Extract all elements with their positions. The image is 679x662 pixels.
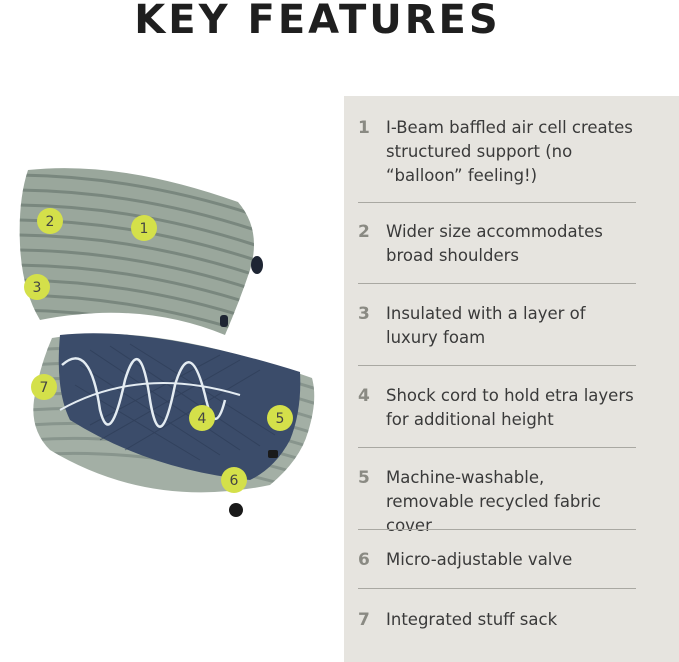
callout-5: 5 <box>267 405 293 431</box>
feature-text: Integrated stuff sack <box>386 610 558 629</box>
callout-4: 4 <box>189 405 215 431</box>
feature-text: Machine-washable, removable recycled fab… <box>386 468 601 535</box>
feature-text: Shock cord to hold etra layers for addit… <box>386 386 634 429</box>
callout-6: 6 <box>221 467 247 493</box>
callout-3: 3 <box>24 274 50 300</box>
callout-1: 1 <box>131 215 157 241</box>
feature-item-4: 4 Shock cord to hold etra layers for add… <box>358 384 636 432</box>
feature-item-3: 3 Insulated with a layer of luxury foam <box>358 302 636 350</box>
callout-7: 7 <box>31 374 57 400</box>
svg-text:7: 7 <box>40 380 49 396</box>
divider <box>358 529 636 530</box>
svg-text:3: 3 <box>33 280 42 296</box>
svg-text:1: 1 <box>140 221 149 237</box>
feature-number: 5 <box>358 468 370 488</box>
svg-text:4: 4 <box>198 411 207 427</box>
svg-text:5: 5 <box>276 411 285 427</box>
divider <box>358 588 636 589</box>
feature-number: 4 <box>358 386 370 406</box>
top-pillow <box>19 168 263 336</box>
divider <box>358 283 636 284</box>
svg-text:6: 6 <box>230 473 239 489</box>
feature-item-7: 7 Integrated stuff sack <box>358 608 636 632</box>
divider <box>358 365 636 366</box>
feature-number: 2 <box>358 222 370 242</box>
feature-text: Insulated with a layer of luxury foam <box>386 304 586 347</box>
page-title: KEY FEATURES <box>134 0 501 43</box>
feature-item-5: 5 Machine-washable, removable recycled f… <box>358 466 636 538</box>
bottom-pillow <box>33 333 315 517</box>
callout-2: 2 <box>37 208 63 234</box>
feature-number: 6 <box>358 550 370 570</box>
feature-text: I-Beam baffled air cell creates structur… <box>386 118 633 185</box>
feature-number: 7 <box>358 610 370 630</box>
divider <box>358 447 636 448</box>
svg-text:2: 2 <box>46 214 55 230</box>
feature-text: Wider size accommodates broad shoulders <box>386 222 603 265</box>
divider <box>358 202 636 203</box>
feature-number: 1 <box>358 118 370 138</box>
feature-item-2: 2 Wider size accommodates broad shoulder… <box>358 220 636 268</box>
feature-text: Micro-adjustable valve <box>386 550 573 569</box>
feature-number: 3 <box>358 304 370 324</box>
pillow-illustration: 1 2 3 4 5 6 7 <box>19 168 315 517</box>
feature-item-6: 6 Micro-adjustable valve <box>358 548 636 572</box>
feature-item-1: 1 I-Beam baffled air cell creates struct… <box>358 116 636 188</box>
features-panel: 1 I-Beam baffled air cell creates struct… <box>344 96 679 662</box>
